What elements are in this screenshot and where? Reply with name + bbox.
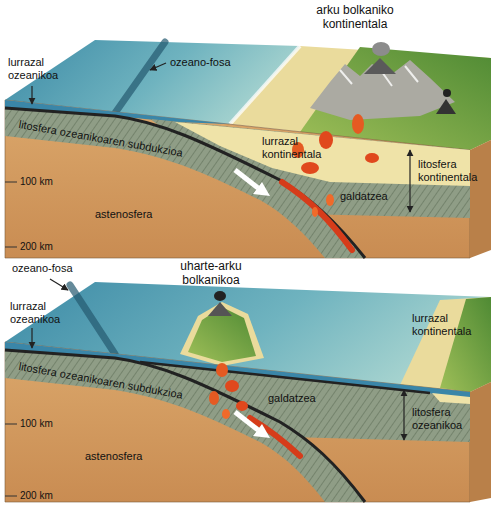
part-label: ozeano-fosa — [12, 262, 73, 275]
part-label: litosfera ozeanikoaren subdukzioa — [18, 360, 184, 401]
part-label: galdatzea — [268, 392, 316, 405]
part-label: lurrazal ozeanikoa — [10, 300, 72, 325]
part-label: arku bolkaniko kontinentala — [305, 4, 405, 32]
island-arc-panel — [5, 279, 491, 502]
continental-arc-panel — [5, 40, 491, 258]
part-label: 200 km — [20, 241, 53, 253]
part-label: uharte-arku bolkanikoa — [165, 260, 257, 288]
part-label: ozeano-fosa — [170, 56, 231, 69]
part-label: galdatzea — [340, 190, 388, 203]
part-label: litosfera ozeanikoaren subdukzioa — [18, 118, 184, 159]
part-label: 100 km — [20, 418, 53, 430]
part-label: lurrazal kontinentala — [262, 135, 342, 160]
part-label: 200 km — [20, 490, 53, 502]
part-label: 100 km — [20, 176, 53, 188]
part-label: astenosfera — [85, 450, 142, 463]
part-label: astenosfera — [95, 208, 152, 221]
part-label: litosfera kontinentala — [418, 158, 488, 183]
part-label: litosfera ozeanikoa — [412, 406, 482, 431]
part-label: lurrazal kontinentala — [412, 312, 486, 337]
part-label: lurrazal ozeanikoa — [8, 56, 70, 81]
